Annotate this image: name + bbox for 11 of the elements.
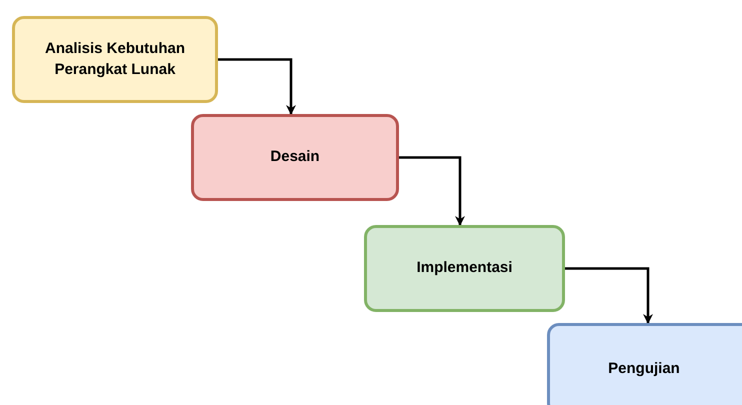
- arrow: [565, 267, 653, 324]
- box-label: Analisis Kebutuhan Perangkat Lunak: [44, 39, 186, 80]
- arrow: [218, 58, 296, 115]
- process-box: [547, 323, 742, 405]
- process-box: [191, 114, 399, 201]
- process-box: [364, 225, 565, 312]
- box-label: Pengujian: [608, 358, 680, 379]
- box-label: Implementasi: [416, 258, 512, 278]
- arrow: [399, 156, 465, 226]
- box-label: Desain: [270, 147, 320, 168]
- process-box: [12, 16, 218, 103]
